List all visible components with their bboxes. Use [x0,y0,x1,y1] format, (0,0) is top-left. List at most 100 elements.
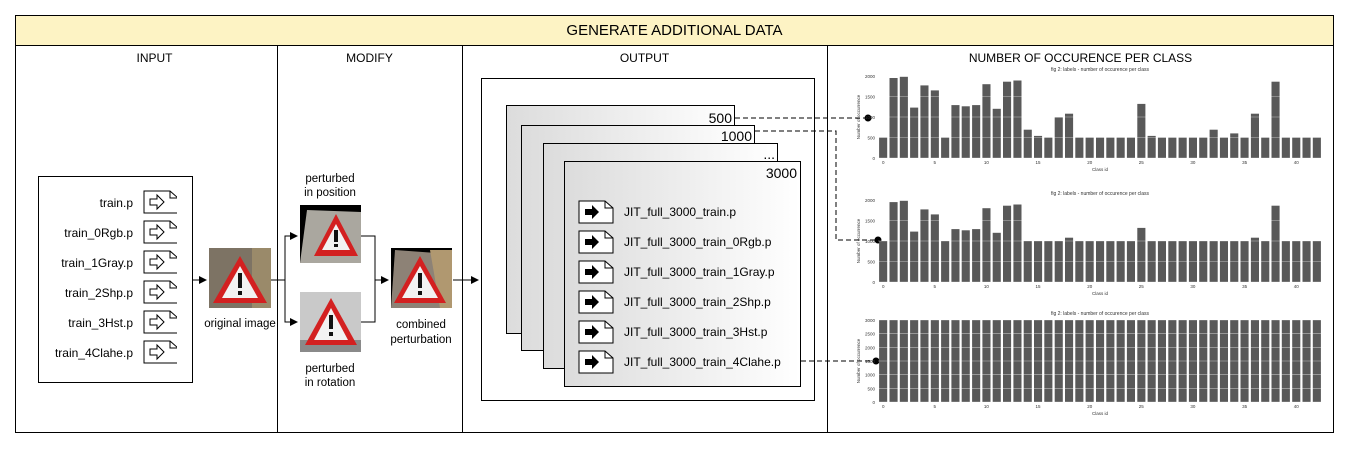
input-file-label: train_4Clahe.p [54,346,133,360]
combined-label-line2: perturbation [390,334,452,346]
position-label-line2: in position [304,187,356,199]
chart-bar [930,90,939,158]
output-container [481,78,815,401]
chart-bar [1044,137,1053,158]
original-image [209,248,271,308]
chart-y-tick: 2000 [865,74,876,79]
rotation-label-line2: in rotation [304,377,356,389]
combined-perturbation-image [391,248,452,308]
chart-y-tick: 1000 [865,373,876,378]
output-file-icon [578,260,614,284]
chart-bar [1013,80,1022,158]
chart-x-tick: 0 [882,160,885,165]
output-file-label: JIT_full_3000_train.p [624,205,737,219]
count-ellipsis: ... [763,146,775,162]
chart-x-tick: 10 [984,160,990,165]
chart-x-tick: 25 [1139,404,1145,409]
chart-bar [899,76,908,158]
chart-bar [1281,137,1290,158]
chart-bar [899,200,908,282]
chart-y-tick: 1500 [865,219,876,224]
chart-bar [1126,137,1135,158]
chart-bar [930,214,939,282]
chart-bar [961,106,970,158]
chart-bar [1261,137,1270,158]
chart-bar [1250,237,1259,282]
section-title-input: INPUT [136,51,173,65]
chart-bar [1219,137,1228,158]
arrow [271,232,298,281]
chart-bar [982,84,991,158]
chart-y-tick: 1500 [865,95,876,100]
chart-bar [1023,129,1032,158]
count-3000: 3000 [765,165,797,181]
chart-bar [992,232,1001,282]
chart-bar [1168,137,1177,158]
chart-y-tick: 0 [872,400,875,405]
chart-bar [1106,137,1115,158]
chart-x-tick: 15 [1035,284,1041,289]
chart-xlabel: Class id [1092,291,1109,296]
chart-y-tick: 500 [867,386,875,391]
chart-bar [992,108,1001,158]
output-file-label: JIT_full_3000_train_1Gray.p [624,265,775,279]
chart-bar [910,231,919,282]
combined-label-line1: combined [396,319,446,331]
input-file-label: train_0Rgb.p [64,226,133,240]
position-label-line1: perturbed [305,173,355,185]
chart-y-tick: 0 [872,156,875,161]
divider [462,46,463,432]
connector [361,235,376,323]
chart-x-tick: 5 [934,404,937,409]
chart-x-tick: 0 [882,284,885,289]
count-1000: 1000 [720,128,752,144]
chart-bar [951,105,960,158]
chart-bar [1075,137,1084,158]
output-file-icon [578,350,614,374]
chart-x-tick: 25 [1139,160,1145,165]
chart-x-tick: 30 [1190,404,1196,409]
input-file-list [38,176,193,383]
chart-y-tick: 3000 [865,318,876,323]
chart-x-tick: 35 [1242,404,1248,409]
chart-y-tick: 2000 [865,198,876,203]
file-icon [143,220,177,244]
rotation-label-line1: perturbed [305,363,355,375]
chart-bar [1312,137,1321,158]
chart-x-tick: 20 [1087,160,1093,165]
chart-y-tick: 500 [867,260,875,265]
chart-bar [920,209,929,282]
chart-x-tick: 25 [1139,284,1145,289]
chart-x-tick: 35 [1242,160,1248,165]
diagram-frame: GENERATE ADDITIONAL DATA [15,15,1334,433]
chart-bar [920,85,929,158]
chart-x-tick: 20 [1087,404,1093,409]
chart-bar [1302,137,1311,158]
file-icon [143,250,177,274]
dashed-connector [755,130,882,244]
chart-x-tick: 15 [1035,404,1041,409]
chart-bar [1188,137,1197,158]
chart-y-tick: 500 [867,136,875,141]
chart-bar [1157,137,1166,158]
divider [827,46,828,432]
chart-bar [1003,81,1012,158]
chart-y-tick: 2000 [865,345,876,350]
chart-x-tick: 0 [882,404,885,409]
chart-bar [1178,137,1187,158]
chart-bar [889,78,898,158]
chart-bar [1230,133,1239,158]
output-file-label: JIT_full_3000_train_2Shp.p [624,295,771,309]
input-file-label: train.p [99,196,133,210]
chart-ylabel: Number of occurrence [856,94,861,139]
chart-x-tick: 40 [1294,160,1300,165]
chart-xlabel: Class id [1092,411,1109,416]
output-file-label: JIT_full_3000_train_4Clahe.p [624,355,781,369]
section-title-output: OUTPUT [619,51,670,65]
chart-x-tick: 35 [1242,284,1248,289]
output-file-icon [578,230,614,254]
chart-bar [972,229,981,282]
